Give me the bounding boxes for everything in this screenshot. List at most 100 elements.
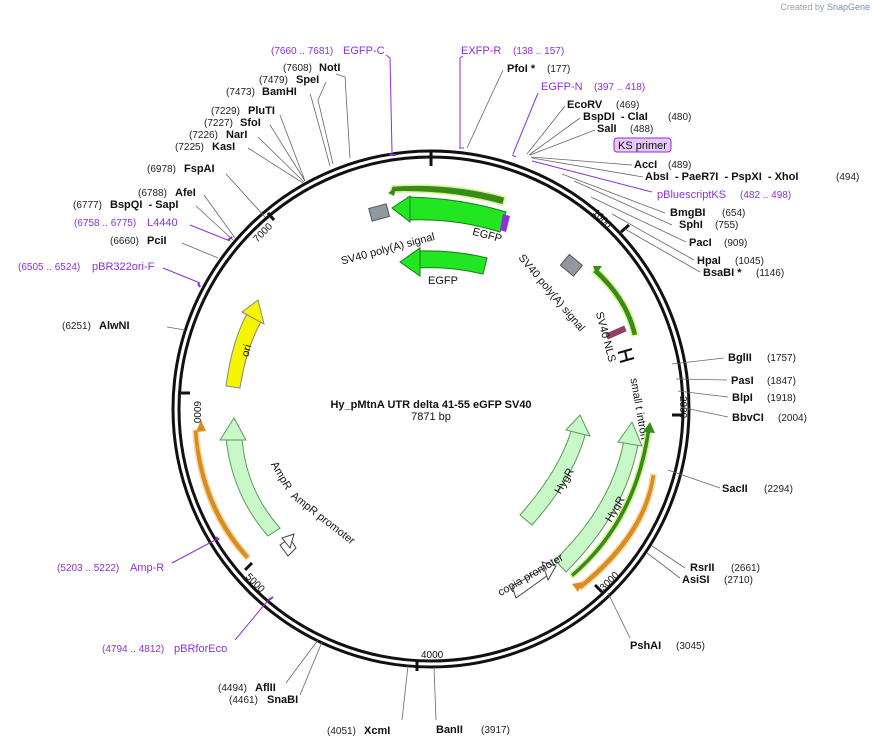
- ks-primer-badge: [613, 137, 672, 153]
- bamHI-pos: (7473): [226, 87, 255, 98]
- snapgene-logo: SnapGene: [826, 2, 870, 12]
- rsrII-name: RsrII: [690, 562, 714, 574]
- plasmid-length: 7871 bp: [411, 411, 451, 423]
- hpaI-pos: (1045): [735, 256, 764, 267]
- afeI-name: AfeI: [175, 187, 196, 199]
- pBR322ori-name: pBR322ori-F: [92, 261, 155, 273]
- asiSI-pos: (2710): [724, 575, 753, 586]
- ampR-primer-name: Amp-R: [130, 562, 164, 574]
- bspDI-name: BspDI - ClaI: [583, 111, 648, 123]
- bbvCI-pos: (2004): [778, 413, 807, 424]
- xcmI-pos: (4051): [327, 726, 356, 737]
- pshAI-name: PshAI: [630, 640, 661, 652]
- ampr-promoter-label: AmpR promoter: [288, 490, 357, 547]
- ampr-arrow-head: [219, 417, 247, 441]
- absI-pos: (494): [836, 172, 859, 183]
- alwNI-name: AlwNI: [99, 320, 130, 332]
- tick-label-5000: 5000: [243, 572, 267, 596]
- small-t-intron-mark: [617, 348, 635, 363]
- speI-pos: (7479): [259, 75, 288, 86]
- ori-label: ori: [240, 343, 255, 358]
- sacII-pos: (2294): [764, 484, 793, 495]
- salI-pos: (488): [630, 124, 653, 135]
- credit-prefix: Created by: [780, 2, 825, 12]
- hpaI-name: HpaI: [697, 255, 721, 267]
- sv40-nls-label: SV40 NLS: [593, 311, 618, 364]
- accI-pos: (489): [668, 160, 691, 171]
- green-outline-arc-lower-head: [643, 422, 655, 433]
- rsrII-pos: (2661): [731, 563, 760, 574]
- hygr-arrow-1-head: [565, 414, 591, 437]
- narI-name: NarI: [226, 129, 247, 141]
- blpI-pos: (1918): [767, 393, 796, 404]
- bsaBI-name: BsaBI *: [703, 267, 742, 279]
- pBRforEco-name: pBRforEco: [174, 643, 227, 655]
- egfpN-name: EGFP-N: [541, 81, 583, 93]
- primer-lines: [162, 54, 653, 641]
- green-outline-arc-head: [593, 266, 602, 274]
- egfp-outline-arrow: [388, 184, 506, 206]
- bglII-pos: (1757): [767, 353, 796, 364]
- orange-arc-right-head: [572, 582, 582, 592]
- l4440-name: L4440: [147, 217, 178, 229]
- orange-arc-right: [575, 473, 657, 592]
- tick-label-1000: 1000: [590, 207, 614, 231]
- bspDI-pos: (480): [668, 112, 691, 123]
- alwNI-pos: (6251): [62, 321, 91, 332]
- tick-label-4000: 4000: [421, 650, 444, 661]
- egfp-arrow: [399, 196, 507, 233]
- sv40-polya-box-1: [368, 203, 391, 222]
- banII-name: BanII: [436, 724, 463, 736]
- bmgBI-name: BmgBI: [670, 207, 705, 219]
- aflII-pos: (4494): [218, 683, 247, 694]
- fspAI-name: FspAI: [184, 163, 215, 175]
- sphI-name: SphI: [679, 219, 703, 231]
- pshAI-pos: (3045): [676, 641, 705, 652]
- sphI-pos: (755): [715, 220, 738, 231]
- pBluescriptKS-pos: (482 .. 498): [740, 190, 791, 201]
- bspQI-pos: (6777): [73, 200, 102, 211]
- egfp-primer-mark: [500, 214, 510, 232]
- ampR-primer-pos: (5203 .. 5222): [57, 563, 119, 574]
- ecoRV-name: EcoRV: [567, 99, 603, 111]
- hygr-arrow-2-head: [617, 420, 643, 447]
- pciI-name: PciI: [147, 235, 167, 247]
- accI-name: AccI: [634, 159, 657, 171]
- ampr-promoter-head: [281, 533, 295, 550]
- copia-promoter-label: copia promoter: [496, 552, 566, 599]
- snaBI-name: SnaBI: [267, 694, 298, 706]
- plasmid-name: Hy_pMtnA UTR delta 41-55 eGFP SV40: [330, 399, 531, 411]
- speI-name: SpeI: [296, 74, 319, 86]
- primer-marks: [197, 154, 396, 601]
- orange-arc-left: [192, 429, 252, 562]
- pfoI-pos: (177): [547, 64, 570, 75]
- pBluescriptKS-name: pBluescriptKS: [657, 189, 726, 201]
- pBRforEco-pos: (4794 .. 4812): [102, 644, 164, 655]
- ampr-label: AmpR: [268, 460, 294, 493]
- pasI-pos: (1847): [767, 376, 796, 387]
- exfpR-pos: (138 .. 157): [513, 46, 564, 57]
- asiSI-name: AsiSI: [682, 574, 710, 586]
- tick-label-6000: 6000: [191, 401, 202, 424]
- exfpR-name: EXFP-R: [461, 45, 501, 57]
- bspQI-name: BspQI - SapI: [110, 199, 178, 211]
- bbvCI-name: BbvCI: [732, 412, 764, 424]
- pluTI-name: PluTI: [248, 105, 275, 117]
- egfp-label-2: EGFP: [428, 275, 458, 287]
- sacII-name: SacII: [722, 483, 748, 495]
- salI-name: SalI: [597, 123, 617, 135]
- absI-name: AbsI - PaeR7I - PspXI - XhoI: [645, 171, 798, 183]
- tick-label-7000: 7000: [252, 221, 276, 245]
- sfoI-name: SfoI: [240, 117, 261, 129]
- orange-arc-left-head: [196, 420, 206, 432]
- bsaBI-pos: (1146): [756, 268, 784, 279]
- bamHI-name: BamHI: [262, 86, 297, 98]
- ecoRV-pos: (469): [616, 100, 639, 111]
- pacI-name: PacI: [689, 237, 712, 249]
- sv40-nls-mark: [605, 325, 627, 340]
- egfp-arrow-2: [409, 250, 488, 275]
- pBR322ori-pos: (6505 .. 6524): [18, 262, 80, 273]
- egfpN-pos: (397 .. 418): [594, 82, 645, 93]
- banII-pos: (3917): [481, 725, 510, 736]
- xcmI-name: XcmI: [364, 725, 390, 737]
